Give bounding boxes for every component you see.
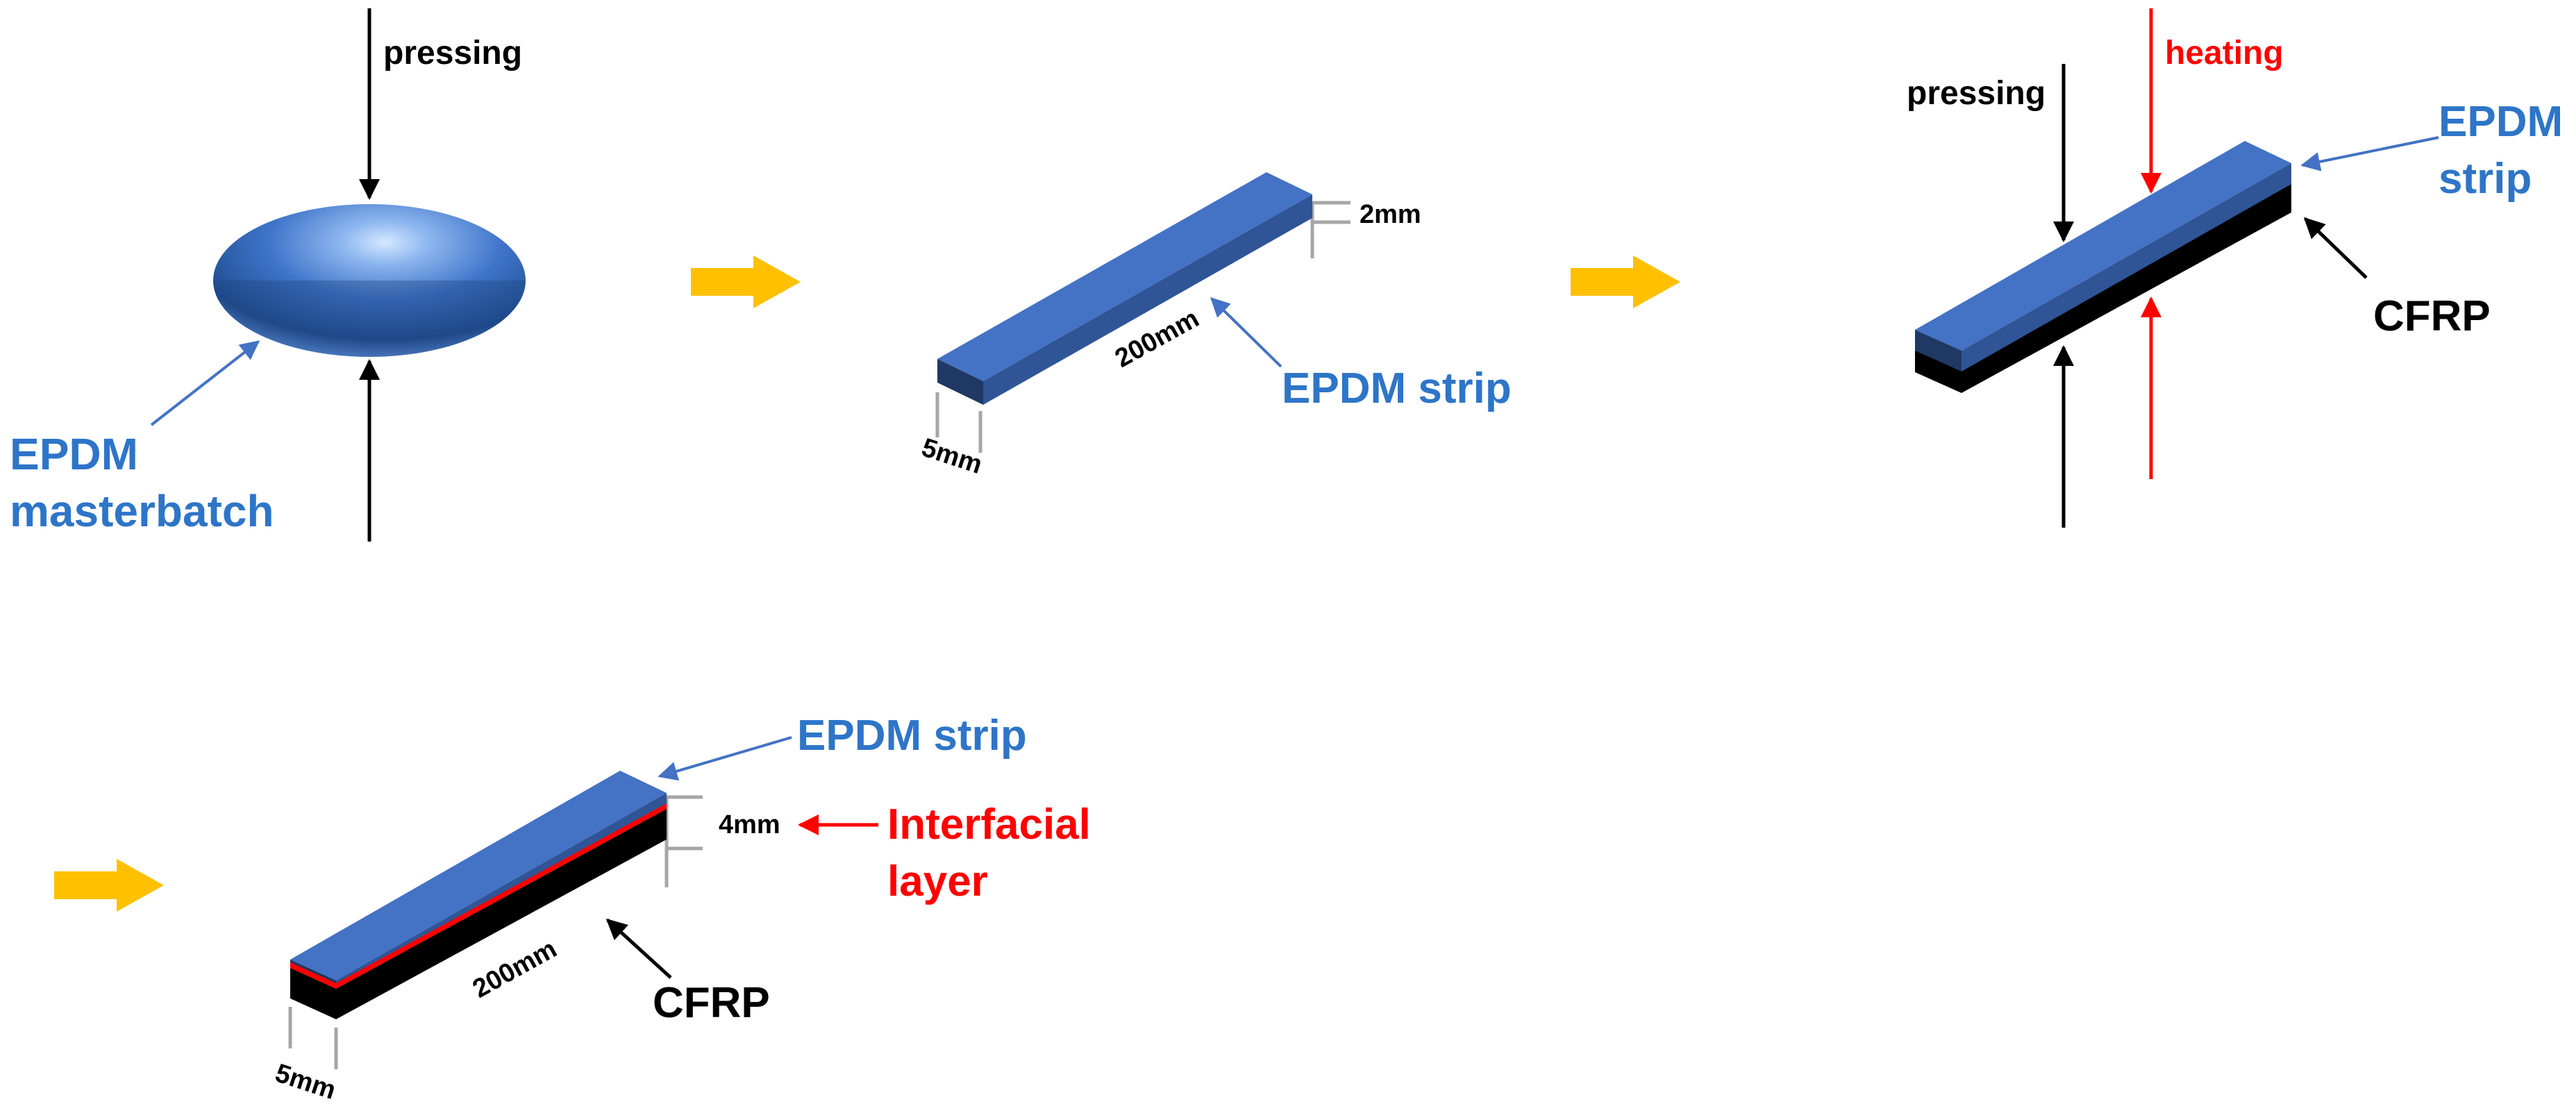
flow-arrow-3: [54, 859, 164, 912]
strip-leader: [1210, 297, 1282, 368]
strip-leader: [658, 736, 792, 781]
epdm-strip-label-line2: strip: [2439, 155, 2532, 203]
epdm-strip-end: [937, 359, 983, 405]
interfacial-layer-side: [336, 802, 667, 989]
thickness-4mm-label: 4mm: [719, 810, 780, 839]
flow-arrow-2: [1571, 256, 1680, 308]
cfrp-label: CFRP: [2373, 292, 2491, 340]
heating-label: heating: [2165, 35, 2284, 72]
epdm-strip-top: [290, 771, 667, 980]
interfacial-label-line1: Interfacial: [887, 801, 1091, 848]
epdm-strip-long-side: [336, 793, 667, 983]
step2-group: 2mm 200mm 5mm EPDM strip: [918, 172, 1512, 480]
interfacial-layer-end: [290, 961, 336, 989]
epdm-masterbatch-blob: [213, 204, 526, 357]
epdm-strip-end: [290, 960, 336, 983]
step3-group: pressing heating EPDM strip CFRP: [1907, 8, 2563, 528]
flow-arrow-1: [691, 256, 801, 308]
cfrp-end: [1915, 344, 1962, 393]
thickness-2mm-label: 2mm: [1360, 200, 1421, 229]
masterbatch-label-line1: EPDM: [10, 429, 138, 479]
epdm-strip-long-side: [1962, 163, 2291, 371]
epdm-strip-top: [937, 172, 1312, 381]
interfacial-label-line2: layer: [887, 857, 988, 905]
pressing-label: pressing: [383, 35, 522, 72]
masterbatch-label-line2: masterbatch: [10, 486, 274, 536]
epdm-strip-top: [1915, 141, 2291, 351]
cfrp-end: [290, 968, 336, 1019]
masterbatch-leader: [150, 340, 260, 426]
epdm-strip-long-side: [983, 194, 1312, 405]
yellow-arrow-icon: [54, 859, 164, 912]
yellow-arrow-icon: [691, 256, 801, 308]
blob-equator-shade: [213, 281, 526, 357]
cfrp-label: CFRP: [653, 979, 770, 1027]
strip-leader: [2300, 136, 2439, 171]
cfrp-long-side: [336, 809, 667, 1019]
length-200mm-label: 200mm: [468, 935, 562, 1004]
epdm-strip-label: EPDM strip: [797, 712, 1027, 760]
epdm-strip-label: EPDM strip: [1282, 365, 1512, 412]
step1-group: pressing EPDM masterbatch: [10, 8, 526, 542]
width-5mm-label: 5mm: [271, 1059, 339, 1105]
cfrp-leader: [2303, 217, 2368, 279]
cfrp-long-side: [1962, 184, 2291, 393]
epdm-strip-end: [1915, 330, 1962, 371]
pressing-label: pressing: [1907, 75, 2046, 112]
epdm-strip-label-line1: EPDM: [2439, 98, 2563, 146]
cfrp-leader: [605, 918, 672, 979]
yellow-arrow-icon: [1571, 256, 1680, 308]
width-5mm-label: 5mm: [918, 433, 985, 480]
step4-group: EPDM strip 4mm Interfacial layer 200mm C…: [271, 712, 1091, 1105]
